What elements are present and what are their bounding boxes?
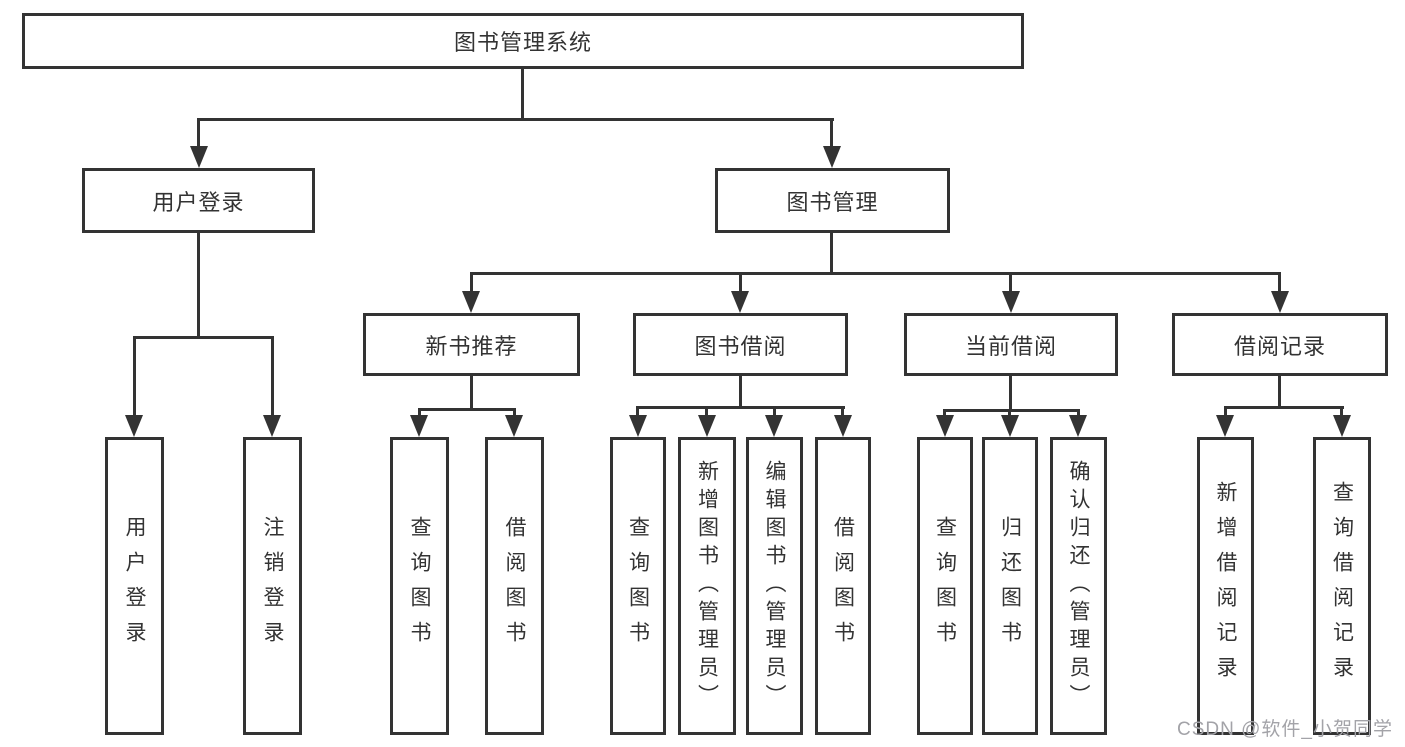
- leaf-current-confirm-return-admin: 确认归还（管理员）: [1050, 437, 1107, 735]
- connector-user-login-stem: [197, 233, 200, 339]
- connector-drop: [1009, 272, 1012, 294]
- arrowhead-down: [1333, 415, 1351, 437]
- node-book-management: 图书管理: [715, 168, 950, 233]
- node-user-login: 用户登录: [82, 168, 315, 233]
- connector-current-rail: [943, 409, 1080, 412]
- connector-drop: [841, 406, 844, 418]
- node-user-login-label: 用户登录: [152, 189, 245, 215]
- connector-drop: [271, 336, 274, 418]
- connector-drop: [739, 272, 742, 294]
- connector-book-mgmt-stem: [830, 233, 833, 275]
- leaf-recommend-query-book-label: 查询图书: [408, 516, 431, 656]
- leaf-recommend-borrow-book-label: 借阅图书: [503, 516, 526, 656]
- node-book-borrowing: 图书借阅: [633, 313, 848, 376]
- csdn-watermark: CSDN @软件_小贺同学: [1177, 719, 1393, 740]
- connector-drop: [133, 336, 136, 418]
- connector-user-login-rail: [133, 336, 274, 339]
- connector-recommend-stem: [470, 376, 473, 411]
- leaf-borrowing-edit-book-admin: 编辑图书（管理员）: [746, 437, 803, 735]
- leaf-records-add-record: 新增借阅记录: [1197, 437, 1254, 735]
- connector-records-stem: [1278, 376, 1281, 409]
- node-borrowing-records: 借阅记录: [1172, 313, 1388, 376]
- connector-drop: [1077, 409, 1080, 419]
- leaf-records-query-record: 查询借阅记录: [1313, 437, 1371, 735]
- node-root: 图书管理系统: [22, 13, 1024, 69]
- arrowhead-down: [834, 415, 852, 437]
- leaf-current-return-book-label: 归还图书: [998, 516, 1022, 656]
- connector-borrowing-rail: [636, 406, 845, 409]
- arrowhead-down: [698, 415, 716, 437]
- arrowhead-down: [629, 415, 647, 437]
- leaf-borrowing-add-book-admin: 新增图书（管理员）: [678, 437, 736, 735]
- arrowhead-down: [410, 415, 428, 437]
- leaf-recommend-query-book: 查询图书: [390, 437, 449, 735]
- leaf-recommend-borrow-book: 借阅图书: [485, 437, 544, 735]
- leaf-logout-login: 注销登录: [243, 437, 302, 735]
- connector-book-mgmt-drop: [830, 118, 833, 150]
- leaf-records-add-record-label: 新增借阅记录: [1214, 481, 1237, 691]
- connector-drop: [1224, 406, 1227, 418]
- arrowhead-down: [1001, 415, 1019, 437]
- arrowhead-down-book-mgmt: [823, 146, 841, 168]
- node-book-management-label: 图书管理: [786, 189, 879, 215]
- arrowhead-down: [765, 415, 783, 437]
- connector-current-stem: [1009, 376, 1012, 412]
- connector-root-stem: [521, 69, 524, 121]
- leaf-borrowing-borrow-book: 借阅图书: [815, 437, 871, 735]
- arrowhead-down: [1271, 291, 1289, 313]
- connector-drop: [773, 406, 776, 418]
- connector-level3-rail: [470, 272, 1281, 275]
- arrowhead-down: [1002, 291, 1020, 313]
- leaf-current-return-book: 归还图书: [982, 437, 1038, 735]
- node-current-borrowing: 当前借阅: [904, 313, 1118, 376]
- connector-borrowing-stem: [739, 376, 742, 409]
- arrowhead-down-user-login: [190, 146, 208, 168]
- leaf-borrowing-add-book-admin-label: 新增图书（管理员）: [695, 460, 719, 712]
- connector-drop: [1008, 409, 1011, 419]
- arrowhead-down: [731, 291, 749, 313]
- arrowhead-down: [263, 415, 281, 437]
- leaf-borrowing-query-book-label: 查询图书: [626, 516, 650, 656]
- leaf-borrowing-borrow-book-label: 借阅图书: [831, 516, 855, 656]
- node-borrowing-records-label: 借阅记录: [1233, 333, 1326, 359]
- arrowhead-down: [936, 415, 954, 437]
- connector-drop: [470, 272, 473, 294]
- arrowhead-down: [462, 291, 480, 313]
- leaf-current-query-book: 查询图书: [917, 437, 973, 735]
- leaf-user-login-label: 用户登录: [123, 516, 146, 656]
- leaf-records-query-record-label: 查询借阅记录: [1330, 481, 1354, 691]
- leaf-current-query-book-label: 查询图书: [933, 516, 957, 656]
- leaf-borrowing-query-book: 查询图书: [610, 437, 666, 735]
- arrowhead-down: [125, 415, 143, 437]
- arrowhead-down: [505, 415, 523, 437]
- connector-drop: [636, 406, 639, 418]
- connector-user-login-drop: [197, 118, 200, 150]
- node-new-book-recommend: 新书推荐: [363, 313, 580, 376]
- leaf-borrowing-edit-book-admin-label: 编辑图书（管理员）: [763, 460, 786, 712]
- arrowhead-down: [1069, 415, 1087, 437]
- connector-drop: [1278, 272, 1281, 294]
- node-current-borrowing-label: 当前借阅: [964, 333, 1057, 359]
- leaf-user-login: 用户登录: [105, 437, 164, 735]
- node-root-label: 图书管理系统: [453, 30, 592, 55]
- connector-drop: [418, 408, 421, 420]
- arrowhead-down: [1216, 415, 1234, 437]
- connector-drop: [513, 408, 516, 420]
- connector-drop: [943, 409, 946, 419]
- connector-level2-rail: [197, 118, 834, 121]
- connector-drop: [1340, 406, 1343, 418]
- node-book-borrowing-label: 图书借阅: [694, 333, 787, 359]
- leaf-logout-login-label: 注销登录: [261, 516, 284, 656]
- connector-records-rail: [1224, 406, 1344, 409]
- connector-recommend-rail: [418, 408, 516, 411]
- node-new-book-recommend-label: 新书推荐: [425, 333, 518, 359]
- connector-drop: [705, 406, 708, 418]
- leaf-current-confirm-return-admin-label: 确认归还（管理员）: [1067, 460, 1090, 712]
